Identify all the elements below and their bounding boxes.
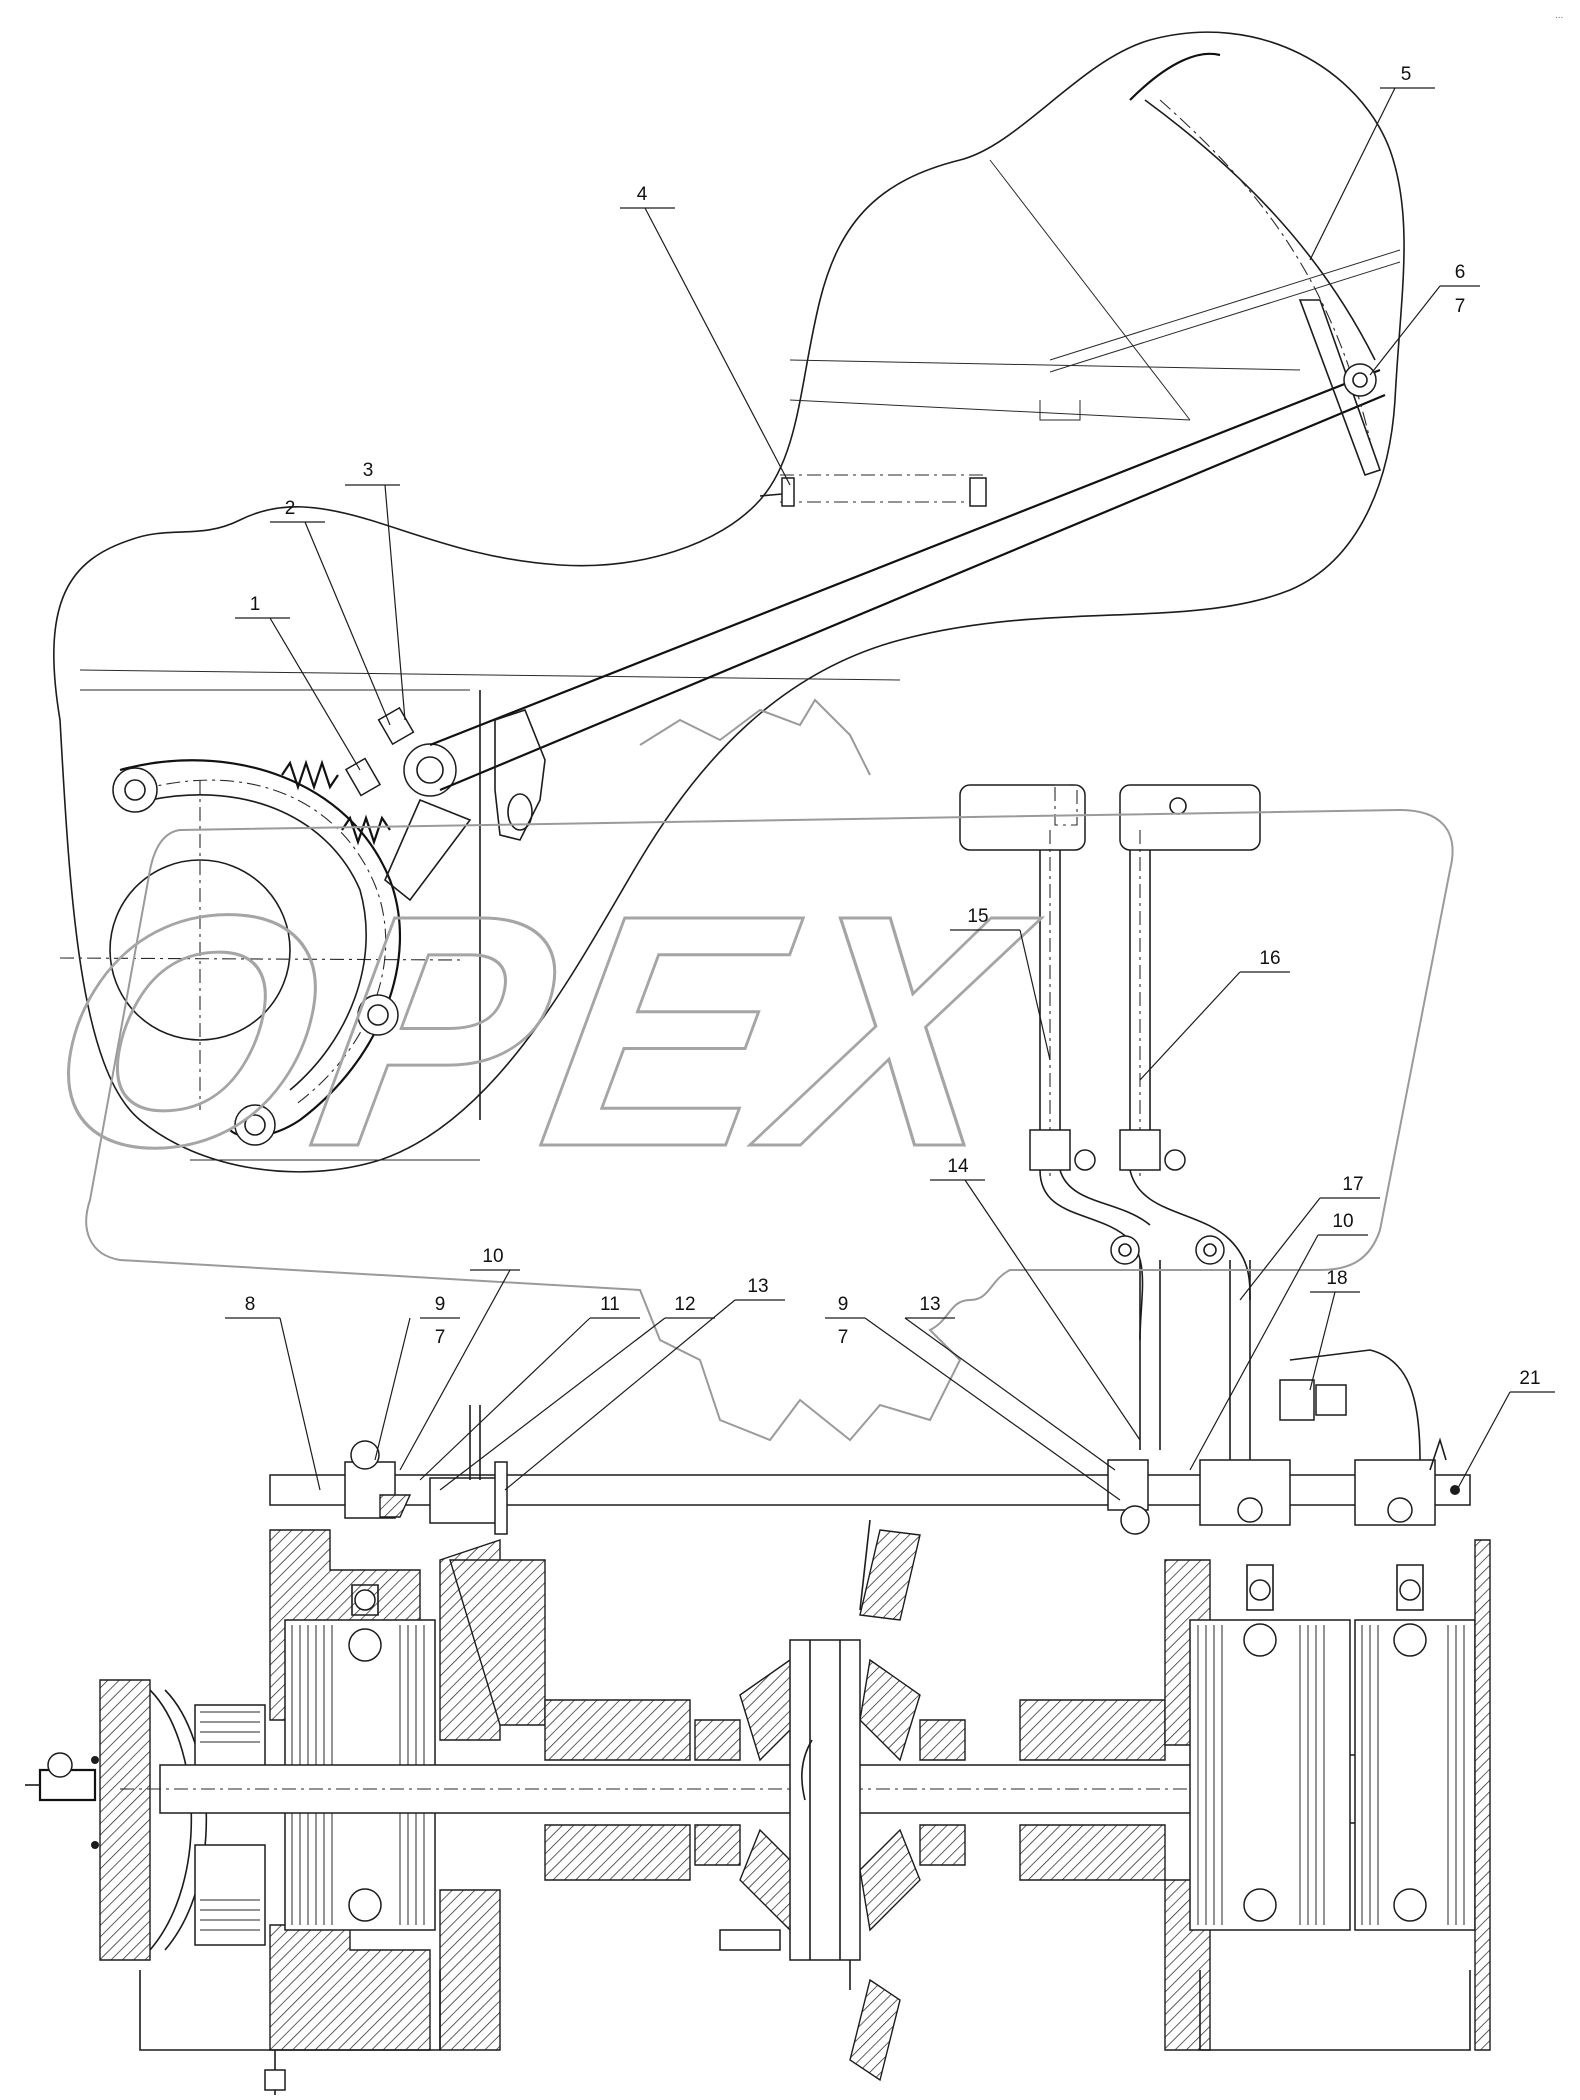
shaft-collar <box>429 1477 501 1524</box>
brake-band-inner <box>149 794 367 1091</box>
lever-dashed <box>1159 99 1371 441</box>
callout-10-left: 10 <box>482 1246 503 1267</box>
callout-12: 12 <box>674 1294 695 1315</box>
watermark: OPEX <box>24 698 1454 1442</box>
callout-14: 14 <box>947 1156 969 1177</box>
bevel-gear-bottom <box>849 1978 901 2082</box>
pedal-arm-right <box>1129 1169 1251 1301</box>
callout-8: 8 <box>245 1294 256 1315</box>
left-drum-lines <box>200 1711 260 1931</box>
callout-2: 2 <box>285 498 296 519</box>
callouts: 1 2 3 4 5 6 7 15 16 14 17 <box>225 64 1555 1501</box>
callout-4: 4 <box>637 184 648 205</box>
callout-21: 21 <box>1519 1368 1540 1389</box>
rod-bracket <box>494 709 546 841</box>
shaft-section <box>25 1405 1491 2095</box>
pad-pin <box>1054 784 1078 826</box>
left-cover <box>99 1679 151 1961</box>
center-housing-lower <box>544 1824 691 1881</box>
lever-shank <box>1298 299 1382 477</box>
lever-cable-a <box>1049 249 1401 361</box>
callout-11: 11 <box>600 1294 620 1315</box>
lever-cable-b <box>1049 261 1401 373</box>
pedal-clamp-left <box>1029 1129 1071 1171</box>
pedal-pad-right <box>1119 784 1261 851</box>
frame-line-b <box>789 399 1191 421</box>
lever-handle-top <box>1129 52 1221 101</box>
frame-notch <box>1039 400 1081 421</box>
callout-15: 15 <box>967 906 988 927</box>
callout-9-center: 9 <box>838 1294 849 1315</box>
callout-7-center: 7 <box>838 1327 849 1348</box>
spring-1 <box>281 759 339 791</box>
watermark-gear-teeth <box>639 698 871 776</box>
drum-circle <box>109 859 291 1041</box>
callout-17: 17 <box>1342 1174 1363 1195</box>
housing-left-bottom <box>269 1924 431 2051</box>
lever-curve-a <box>1144 99 1376 361</box>
bracket-slot <box>507 793 533 831</box>
callout-13-left: 13 <box>747 1276 768 1297</box>
watermark-text: OPEX <box>26 847 1055 1215</box>
lever-arm <box>384 798 472 902</box>
friction-pack-right-b <box>1354 1564 1476 1931</box>
callout-18: 18 <box>1326 1268 1347 1289</box>
housing-top-line <box>79 669 901 681</box>
callout-6: 6 <box>1455 262 1466 283</box>
band-centerline <box>139 779 387 1106</box>
callout-7-left: 7 <box>435 1327 446 1348</box>
callout-3: 3 <box>363 460 374 481</box>
bevel-gear-top <box>859 1529 921 1621</box>
pedal-clamp-right <box>1119 1129 1161 1171</box>
bracket-18 <box>1289 1349 1421 1471</box>
callout-10-right: 10 <box>1332 1211 1353 1232</box>
brake-rod-bottom <box>439 393 1386 792</box>
center-housing-upper <box>544 1699 691 1761</box>
callout-16: 16 <box>1259 948 1280 969</box>
drum-left-bottom <box>139 1970 441 2051</box>
callout-1: 1 <box>250 594 261 615</box>
drum-right-bottom <box>1199 1970 1471 2051</box>
callout-7-top: 7 <box>1455 296 1466 317</box>
upper-housing-view <box>53 31 1405 1173</box>
pedal-assembly <box>959 784 1421 1471</box>
left-drum-bottom <box>194 1844 266 1946</box>
brake-rod-top <box>429 368 1381 747</box>
callout-13-right: 13 <box>919 1294 940 1315</box>
frame-line-a <box>789 359 1301 371</box>
drum-centerline-h <box>59 957 461 961</box>
brake-band-outer <box>119 759 402 1138</box>
corner-mark: ... <box>1555 10 1563 21</box>
friction-pack-right-a <box>1189 1564 1351 1931</box>
friction-pack-left <box>284 1584 436 1931</box>
spring-2 <box>341 814 391 846</box>
cab-diagonal <box>989 159 1191 421</box>
callout-5: 5 <box>1401 64 1412 85</box>
callout-9-left: 9 <box>435 1294 446 1315</box>
watermark-badge-outline <box>85 808 1454 1442</box>
differential <box>694 1519 966 2082</box>
